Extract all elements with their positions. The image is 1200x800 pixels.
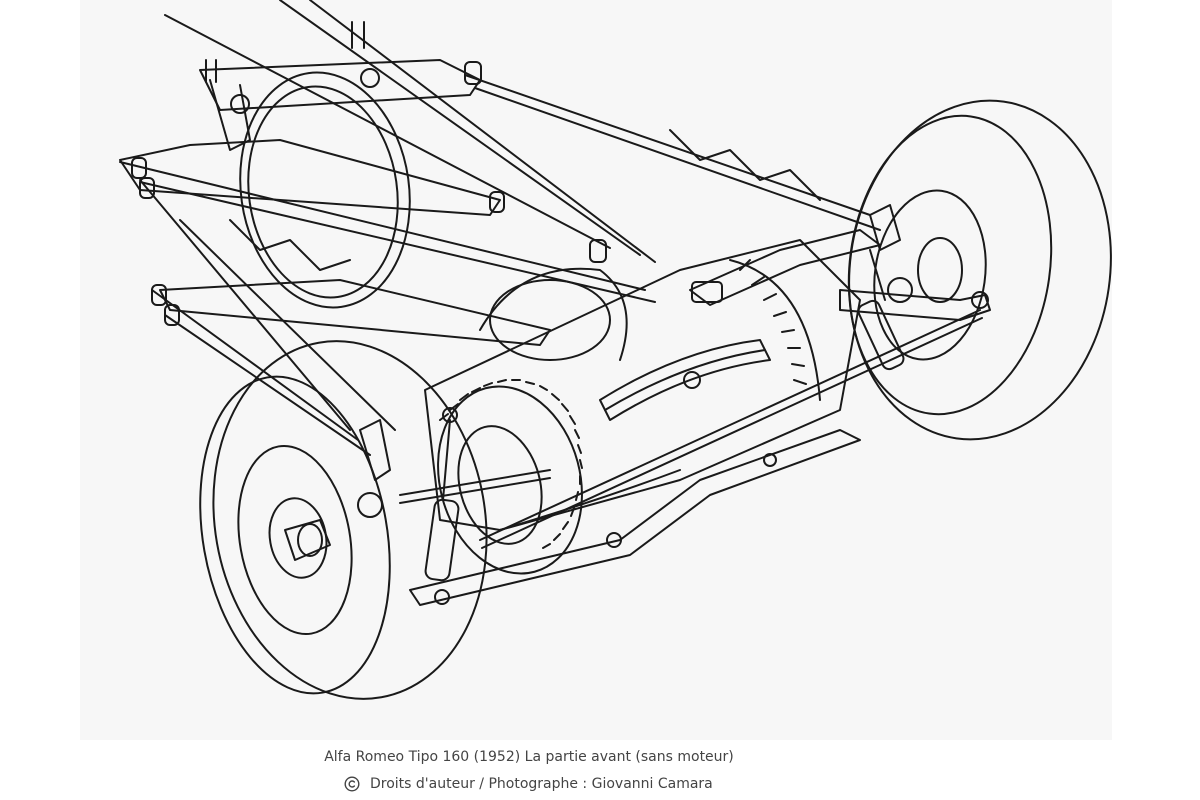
round-plate [239, 71, 411, 309]
caption-title-text: Alfa Romeo Tipo 160 (1952) La partie ava… [324, 749, 734, 765]
gear-housing [424, 239, 861, 531]
ring-gear [729, 259, 821, 401]
lower-control-arms [409, 429, 861, 606]
left-wheel [199, 340, 488, 700]
diagonal-rod-2 [279, 0, 641, 256]
rod-bushings [131, 61, 723, 326]
diagonal-rod-3 [309, 0, 656, 263]
frame-crossmember-low [159, 279, 551, 346]
frame-crossmember-top [199, 59, 481, 111]
left-rods [139, 179, 396, 456]
leaf-spring [599, 339, 771, 421]
credit-text: Droits d'auteur / Photographe : Giovanni… [370, 776, 713, 792]
photo-credit: Droits d'auteur / Photographe : Giovanni… [344, 776, 713, 792]
frame-bracket-left [209, 79, 251, 151]
right-wheel [847, 99, 1112, 441]
figure-caption: Alfa Romeo Tipo 160 (1952) La partie ava… [0, 749, 1200, 765]
diagonal-rod-1 [164, 14, 611, 249]
top-studs [205, 21, 380, 114]
upper-wishbone-rods [119, 74, 881, 303]
shock-absorbers [424, 249, 905, 582]
chassis-illustration [80, 0, 1112, 740]
steering-knuckles [357, 204, 913, 518]
frame-crossmember-mid [119, 139, 501, 216]
copyright-icon [344, 776, 360, 792]
tie-rod [399, 309, 983, 549]
chassis-drawing [119, 0, 1112, 700]
upper-control-arm-right [689, 229, 991, 321]
